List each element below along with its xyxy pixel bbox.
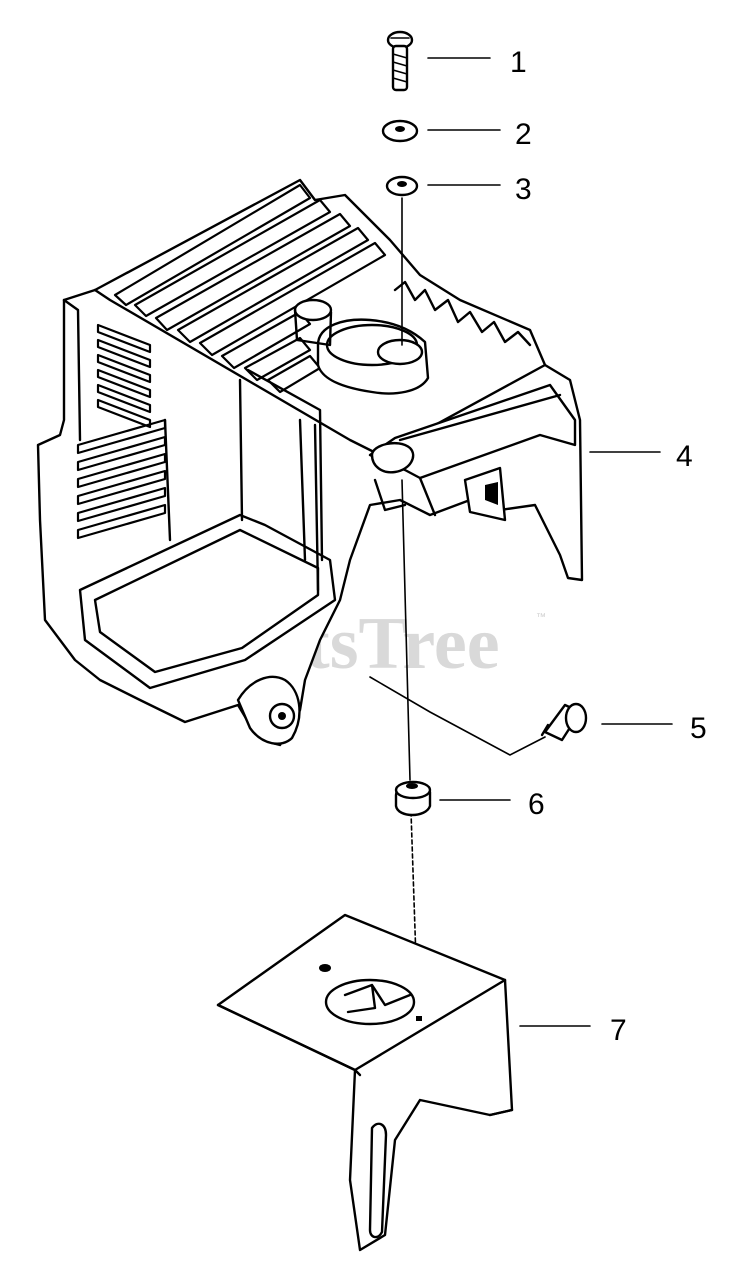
callout-1-label: 1 xyxy=(510,46,527,79)
callout-5[interactable]: 5 xyxy=(601,712,707,745)
callout-4-label: 4 xyxy=(676,440,693,473)
callout-3-label: 3 xyxy=(515,173,532,206)
watermark-trademark: ™ xyxy=(536,612,546,623)
part-5-bolt[interactable] xyxy=(369,676,588,756)
callout-4[interactable]: 4 xyxy=(589,440,693,473)
callouts: 1 2 3 4 5 6 7 xyxy=(427,46,707,1047)
part-3-spring-washer[interactable] xyxy=(385,175,419,197)
callout-3[interactable]: 3 xyxy=(427,173,532,206)
callout-7-label: 7 xyxy=(610,1014,627,1047)
part-1-screw[interactable] xyxy=(386,30,414,92)
callout-6[interactable]: 6 xyxy=(439,788,545,821)
callout-6-label: 6 xyxy=(528,788,545,821)
callout-5-label: 5 xyxy=(690,712,707,745)
part-2-washer[interactable] xyxy=(381,119,419,143)
callout-2-label: 2 xyxy=(515,118,532,151)
callout-2[interactable]: 2 xyxy=(427,118,532,151)
part-4-cylinder-cover[interactable] xyxy=(36,178,584,747)
callout-7[interactable]: 7 xyxy=(519,1014,627,1047)
part-7-bracket[interactable] xyxy=(216,913,514,1252)
callout-1[interactable]: 1 xyxy=(427,46,527,79)
part-6-grommet[interactable] xyxy=(394,780,432,817)
